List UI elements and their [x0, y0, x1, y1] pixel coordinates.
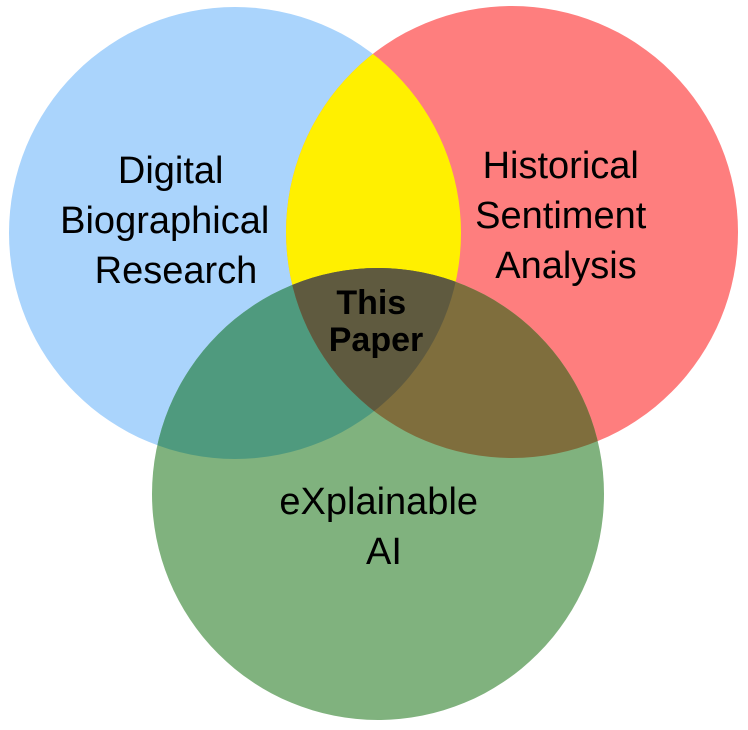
label-historical-sentiment-analysis: Historical Sentiment Analysis	[475, 145, 657, 287]
label-line: Research	[95, 250, 258, 292]
label-line: Historical	[483, 145, 639, 187]
overlap-blue-green	[152, 268, 461, 459]
label-this-paper: This Paper	[329, 284, 424, 359]
overlap-red-green	[286, 268, 604, 458]
label-line: Digital	[118, 150, 224, 192]
label-line: Paper	[329, 321, 424, 359]
label-line: Sentiment	[475, 195, 647, 237]
label-explainable-ai: eXplainable AI	[279, 481, 488, 573]
label-digital-biographical-research: Digital Biographical Research	[60, 150, 280, 292]
label-line: Analysis	[495, 245, 637, 287]
label-line: eXplainable	[279, 481, 478, 523]
label-line: AI	[366, 531, 402, 573]
label-line: This	[336, 284, 406, 322]
label-line: Biographical	[60, 200, 269, 242]
